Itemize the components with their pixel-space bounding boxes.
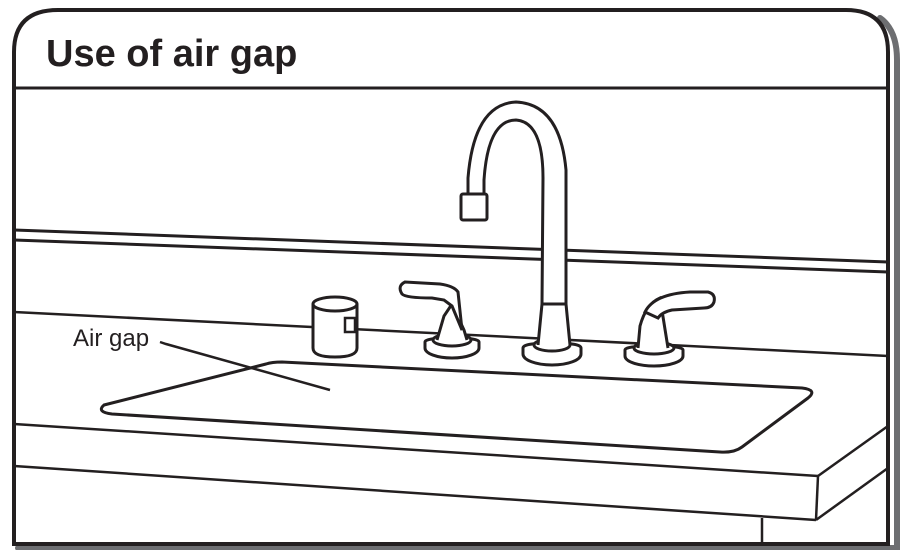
- handle-icon: [623, 290, 716, 368]
- air-gap-label: Air gap: [73, 325, 151, 352]
- wall-lines: [13, 228, 889, 274]
- air-gap-icon: [311, 295, 359, 359]
- panel-shadow: [15, 15, 900, 550]
- sink-icon: [99, 360, 814, 454]
- page-title: Use of air gap: [46, 33, 298, 75]
- air-gap-leader-line: [159, 340, 331, 392]
- panel-border: [12, 8, 890, 546]
- handle-icon: [398, 280, 481, 360]
- faucet-icon: [459, 100, 583, 367]
